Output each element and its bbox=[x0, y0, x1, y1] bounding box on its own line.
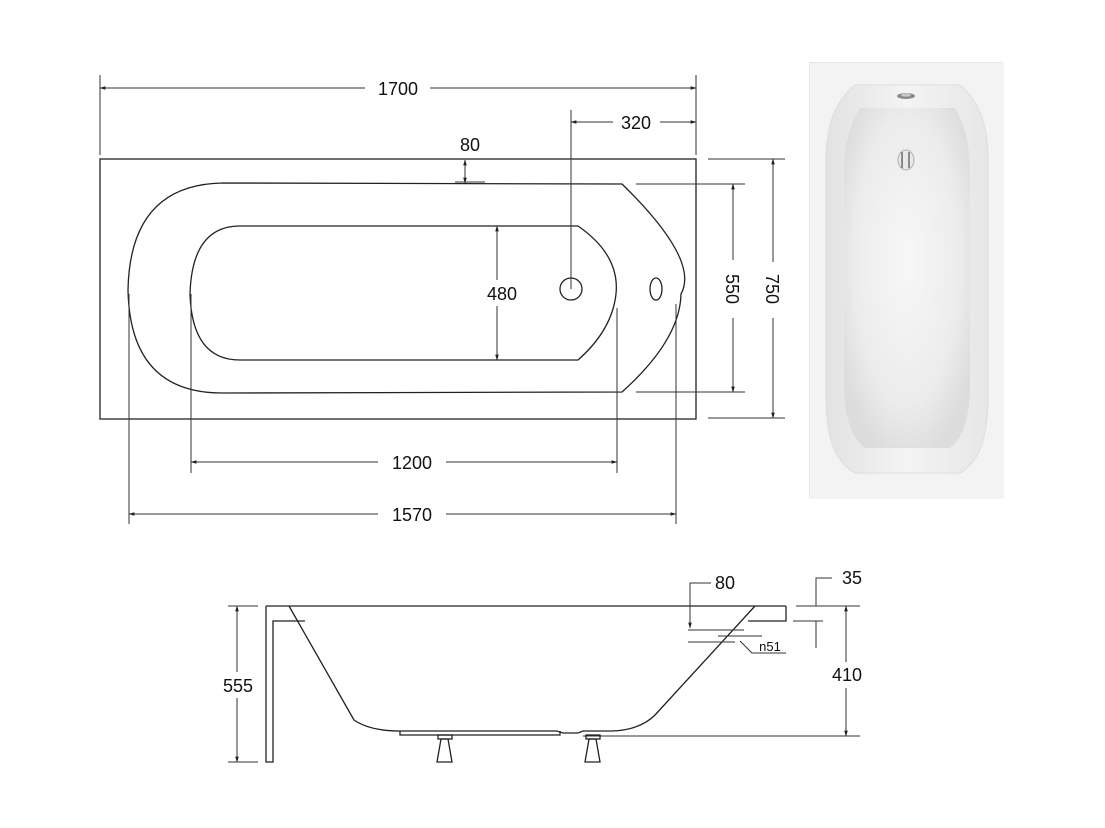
dim-rim-width: 80 bbox=[460, 135, 480, 155]
dim-waste-offset: 320 bbox=[621, 113, 651, 133]
dim-tub-depth: 410 bbox=[832, 665, 862, 685]
dim-inner-bottom-length: 1200 bbox=[392, 453, 432, 473]
dim-rim-thickness: 35 bbox=[842, 568, 862, 588]
basin-outline bbox=[127, 182, 686, 394]
dim-overflow-diameter: n51 bbox=[759, 639, 781, 654]
dim-overall-width: 750 bbox=[762, 274, 782, 304]
foot-left bbox=[436, 734, 453, 763]
bathtub-photo-render bbox=[810, 63, 1004, 499]
foot-right bbox=[584, 734, 601, 763]
dim-inner-width: 550 bbox=[722, 274, 742, 304]
top-view: 1700 320 80 480 550 750 1200 bbox=[99, 75, 785, 525]
bathtub-photo bbox=[809, 62, 1004, 499]
front-panel bbox=[265, 606, 305, 763]
basin-bottom-outline bbox=[189, 225, 617, 361]
tub-body-outline bbox=[288, 605, 756, 734]
dim-inner-length: 1570 bbox=[392, 505, 432, 525]
dim-overflow-depth: 80 bbox=[715, 573, 735, 593]
overflow-chrome-icon bbox=[897, 93, 915, 99]
drain-chrome-icon bbox=[897, 149, 915, 171]
dim-total-height: 555 bbox=[223, 676, 253, 696]
overflow-icon bbox=[649, 277, 663, 301]
side-view: 555 80 n51 35 410 bbox=[223, 568, 862, 763]
dim-inner-bottom-width: 480 bbox=[487, 284, 517, 304]
outer-rim-outline bbox=[99, 158, 697, 420]
dim-overall-length: 1700 bbox=[378, 79, 418, 99]
